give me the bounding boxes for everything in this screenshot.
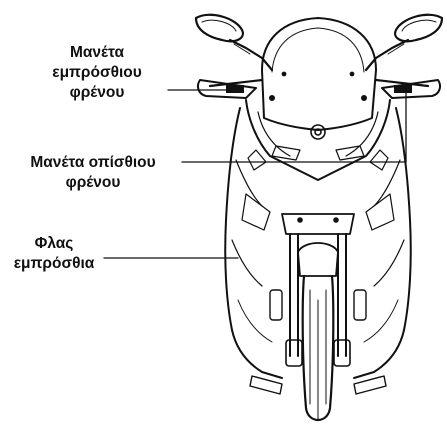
rear-brake-lever-label-line-1: Μανέτα οπίσθιου (4, 153, 182, 173)
front-turn-signal-label: Φλας εμπρόσθια (4, 234, 104, 274)
front-brake-lever-label: Μανέτα εμπρόσθιου φρένου (22, 43, 172, 103)
right-mirror (366, 15, 442, 70)
front-brake-lever-label-line-3: φρένου (22, 83, 172, 103)
rear-brake-lever-label-line-2: φρένου (4, 173, 182, 193)
front-turn-signal-label-line-2: εμπρόσθια (4, 254, 104, 274)
rear-brake-lever-label: Μανέτα οπίσθιου φρένου (4, 153, 182, 193)
front-fairing (246, 100, 390, 180)
left-mirror (196, 15, 272, 70)
handlebars (198, 80, 440, 98)
front-brake-lever-label-line-1: Μανέτα (22, 43, 172, 63)
front-wheel (298, 243, 338, 420)
front-brake-lever-label-line-2: εμπρόσθιου (22, 63, 172, 83)
windscreen (262, 18, 376, 130)
front-turn-signal-label-line-1: Φλας (4, 234, 104, 254)
